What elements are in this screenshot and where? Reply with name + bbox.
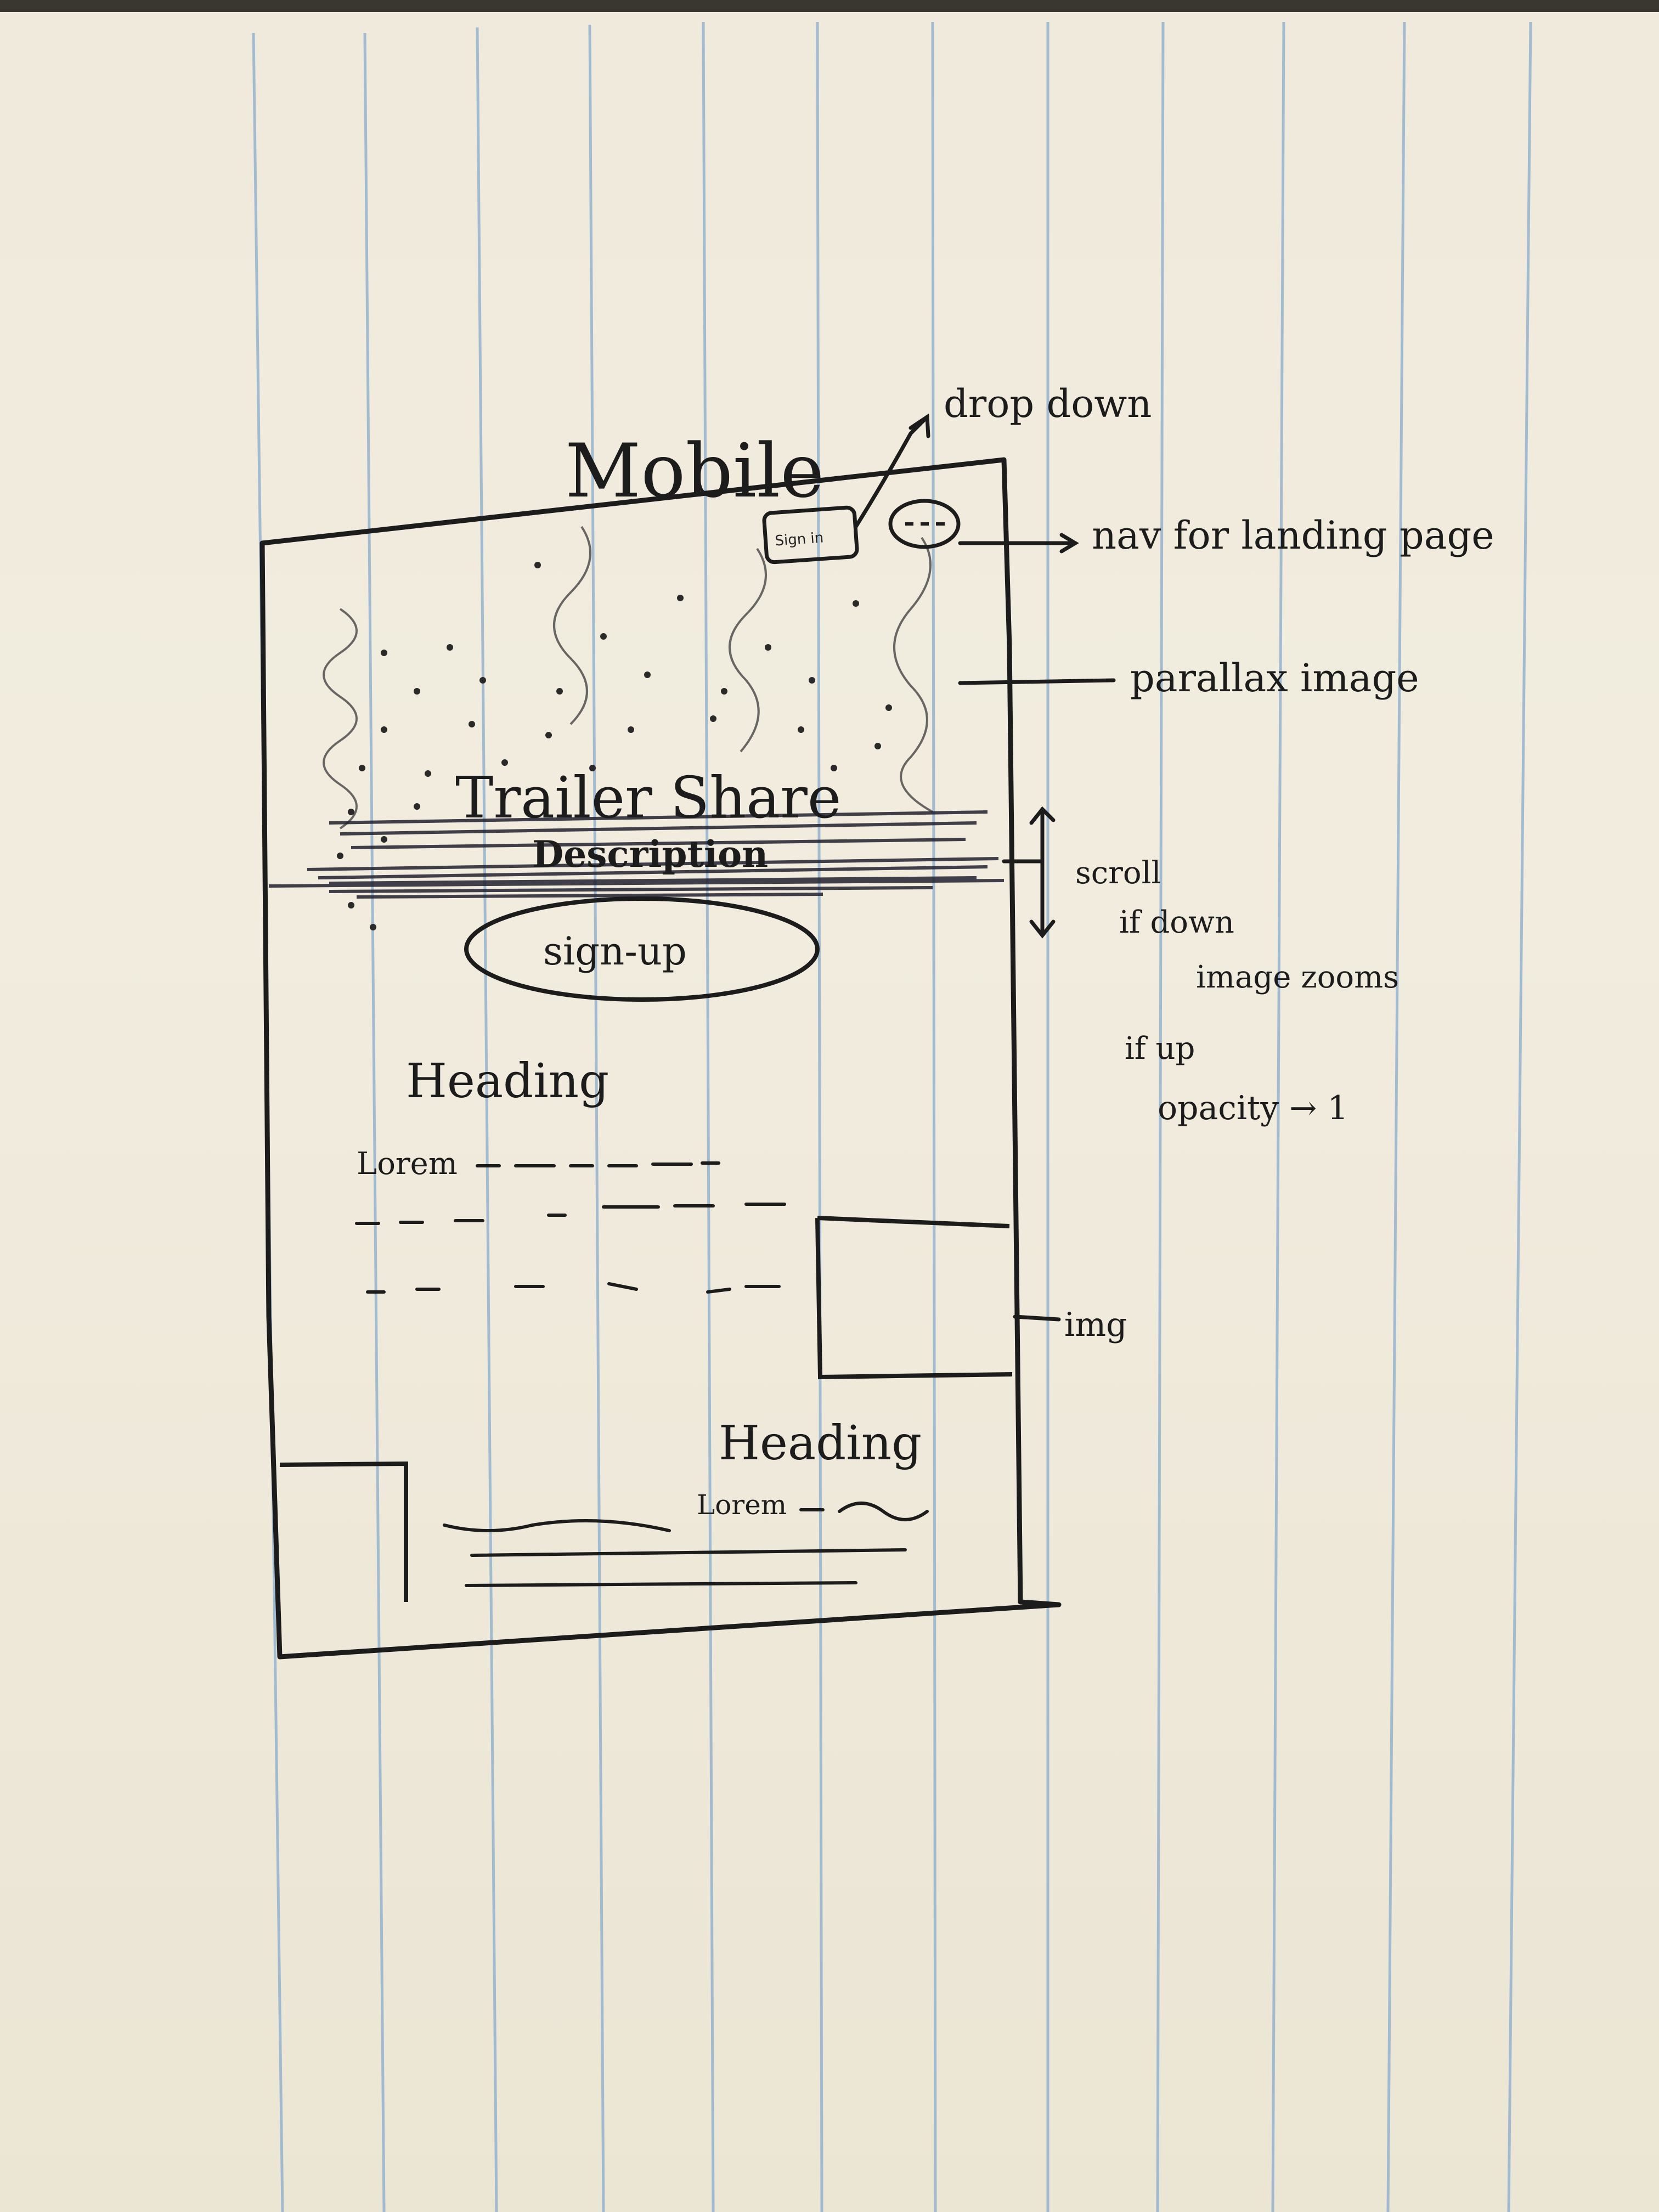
- signin-button[interactable]: [762, 505, 859, 565]
- annotation-opacity: opacity → 1: [1158, 1089, 1348, 1127]
- section1-text-lines: [355, 1161, 786, 1294]
- section2-image-box: [279, 1461, 408, 1602]
- ruled-lines: [252, 21, 1532, 2212]
- hero-title: Trailer Share: [455, 764, 841, 831]
- section2-text-lines: [443, 1502, 929, 1587]
- signup-button[interactable]: [464, 896, 820, 1002]
- hero-description: Description: [532, 833, 768, 876]
- parallax-dots: [337, 562, 892, 930]
- ruled-line: [363, 32, 386, 2212]
- signup-label: sign-up: [543, 929, 687, 974]
- annotation-image-zooms: image zooms: [1196, 960, 1399, 995]
- annotation-scroll: scroll: [1075, 855, 1161, 891]
- ruled-line: [931, 21, 937, 2212]
- section1-heading: Heading: [406, 1054, 609, 1109]
- ruled-line: [702, 21, 715, 2212]
- ruled-line: [588, 24, 605, 2212]
- ruled-line: [816, 21, 823, 2212]
- annotation-if-down: if down: [1119, 905, 1234, 940]
- section2-body-start: Lorem: [697, 1489, 787, 1521]
- paper-top-edge: [0, 0, 1659, 12]
- ruled-line: [1507, 21, 1532, 2212]
- section1-image-box: [815, 1216, 1013, 1380]
- ruled-line: [1271, 21, 1285, 2212]
- nav-menu-button[interactable]: [888, 499, 961, 549]
- annotation-img: img: [1064, 1306, 1127, 1344]
- section1-body-start: Lorem: [357, 1146, 458, 1182]
- annotation-if-up: if up: [1125, 1031, 1195, 1066]
- sketch-title: Mobile: [565, 428, 824, 514]
- annotation-arrows: [854, 413, 1116, 1322]
- section2-heading: Heading: [719, 1416, 922, 1471]
- parallax-image-sketch: [323, 526, 933, 830]
- ruled-line: [476, 27, 498, 2212]
- parallax-bottom-shading: [268, 810, 1005, 899]
- signin-label: Sign in: [775, 529, 825, 549]
- phone-frame: [259, 457, 1062, 1660]
- ruled-line: [1156, 21, 1165, 2212]
- annotation-parallax: parallax image: [1130, 656, 1419, 701]
- annotation-nav: nav for landing page: [1092, 513, 1494, 558]
- annotation-dropdown: drop down: [944, 381, 1152, 426]
- ruled-line: [1386, 21, 1406, 2212]
